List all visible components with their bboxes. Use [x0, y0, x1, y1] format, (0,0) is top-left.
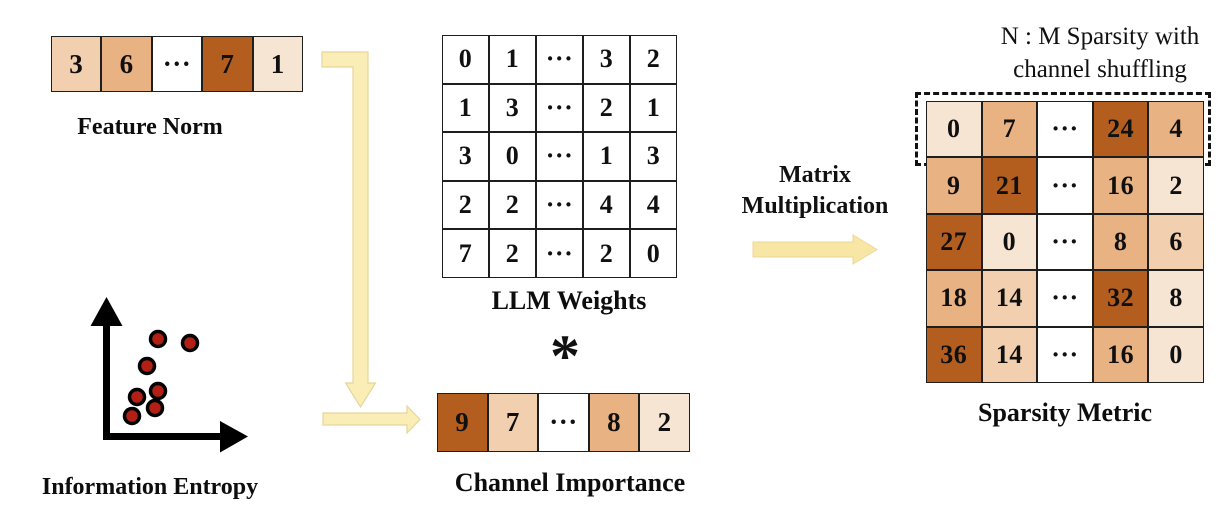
matrix-multiplication-line1: Matrix — [779, 162, 851, 188]
matrix-cell: 3 — [51, 36, 102, 92]
matrix-cell: 0 — [442, 35, 489, 84]
matrix-cell: 14 — [981, 270, 1038, 327]
scatter-dot — [122, 406, 142, 426]
matrix-cell: 6 — [101, 36, 152, 92]
matrix-cell: 1 — [583, 132, 630, 181]
matrix-cell: ··· — [1037, 157, 1093, 214]
matrix-cell: 21 — [981, 157, 1038, 214]
entropy-scatter-points — [122, 329, 200, 426]
information-entropy-label: Information Entropy — [41, 474, 259, 500]
matrix-cell: 16 — [1092, 326, 1149, 383]
matrix-cell: ··· — [151, 36, 203, 92]
matrix-cell: 9 — [437, 393, 488, 452]
scatter-dot — [145, 398, 165, 418]
matrix-cell: ··· — [536, 229, 583, 278]
matrix-cell: ··· — [1037, 213, 1093, 271]
matrix-cell: 27 — [926, 213, 982, 271]
entropy-y-axis — [103, 320, 110, 440]
matrix-cell: 8 — [1092, 213, 1149, 271]
matrix-cell: 3 — [489, 83, 536, 133]
entropy-x-axis — [103, 433, 220, 440]
matrix-cell: 9 — [926, 157, 982, 214]
matrix-cell: 1 — [489, 35, 536, 84]
entropy-x-axis-arrowhead — [220, 421, 248, 453]
matrix-cell: ··· — [1037, 101, 1093, 158]
matrix-cell: ··· — [1037, 270, 1093, 327]
matrix-multiplication-label: Matrix Multiplication — [742, 160, 889, 222]
matrix-cell: 0 — [489, 132, 536, 181]
matrix-cell: 0 — [630, 229, 677, 278]
matrix-cell: 2 — [583, 83, 630, 133]
matrix-cell: 4 — [583, 180, 630, 230]
matrix-cell: 16 — [1092, 157, 1149, 214]
matrix-cell: ··· — [536, 35, 583, 84]
matrix-cell: 3 — [630, 132, 677, 181]
sparsity-metric-label: Sparsity Metric — [977, 398, 1153, 427]
matrix-cell: 1 — [252, 36, 303, 92]
matrix-cell: 2 — [1148, 157, 1204, 214]
matrix-cell: ··· — [536, 132, 583, 181]
matrix-cell: 4 — [1148, 101, 1204, 158]
channel-importance-label: Channel Importance — [454, 468, 686, 497]
scatter-dot — [180, 333, 200, 353]
matrix-cell: 2 — [630, 35, 677, 84]
matrix-multiplication-arrow — [752, 234, 878, 265]
nm-sparsity-title-line1: N : M Sparsity with — [1000, 23, 1200, 50]
matrix-cell: 32 — [1092, 270, 1149, 327]
matrix-cell: 8 — [1148, 270, 1204, 327]
llm-weights-label: LLM Weights — [491, 286, 647, 315]
matrix-multiplication-line2: Multiplication — [741, 193, 889, 219]
matrix-cell: ··· — [1037, 326, 1093, 383]
matrix-cell: 6 — [1148, 213, 1204, 271]
matrix-cell: ··· — [536, 180, 583, 230]
matrix-cell: 7 — [487, 393, 539, 452]
entropy-y-axis-arrowhead — [90, 297, 123, 326]
matrix-cell: ··· — [536, 83, 583, 133]
matrix-cell: 14 — [981, 326, 1038, 383]
matrix-cell: 2 — [489, 229, 536, 278]
scatter-dot — [137, 356, 157, 376]
matrix-cell: 8 — [588, 393, 640, 452]
matrix-cell: 2 — [489, 180, 536, 230]
scatter-dot — [127, 387, 147, 407]
matrix-cell: ··· — [538, 393, 589, 452]
multiply-asterisk: * — [550, 323, 580, 389]
matrix-cell: 2 — [639, 393, 690, 452]
matrix-cell: 0 — [926, 101, 982, 158]
matrix-cell: 3 — [583, 35, 630, 84]
matrix-cell: 7 — [202, 36, 253, 92]
matrix-cell: 1 — [630, 83, 677, 133]
elbow-down-arrow — [321, 51, 377, 409]
matrix-cell: 0 — [981, 213, 1038, 271]
matrix-cell: 18 — [926, 270, 982, 327]
matrix-cell: 36 — [926, 326, 982, 383]
matrix-cell: 4 — [630, 180, 677, 230]
nm-sparsity-title: N : M Sparsity with channel shuffling — [1001, 20, 1200, 86]
matrix-cell: 3 — [442, 132, 489, 181]
scatter-dot — [148, 381, 168, 401]
scatter-dot — [148, 329, 168, 349]
matrix-cell: 0 — [1148, 326, 1204, 383]
entropy-to-channel-arrow — [322, 404, 421, 435]
matrix-cell: 2 — [583, 229, 630, 278]
matrix-cell: 2 — [442, 180, 489, 230]
matrix-cell: 7 — [442, 229, 489, 278]
matrix-cell: 24 — [1092, 101, 1149, 158]
nm-sparsity-title-line2: channel shuffling — [1013, 56, 1187, 83]
feature-norm-label: Feature Norm — [77, 114, 223, 140]
matrix-cell: 1 — [442, 83, 489, 133]
matrix-cell: 7 — [981, 101, 1038, 158]
